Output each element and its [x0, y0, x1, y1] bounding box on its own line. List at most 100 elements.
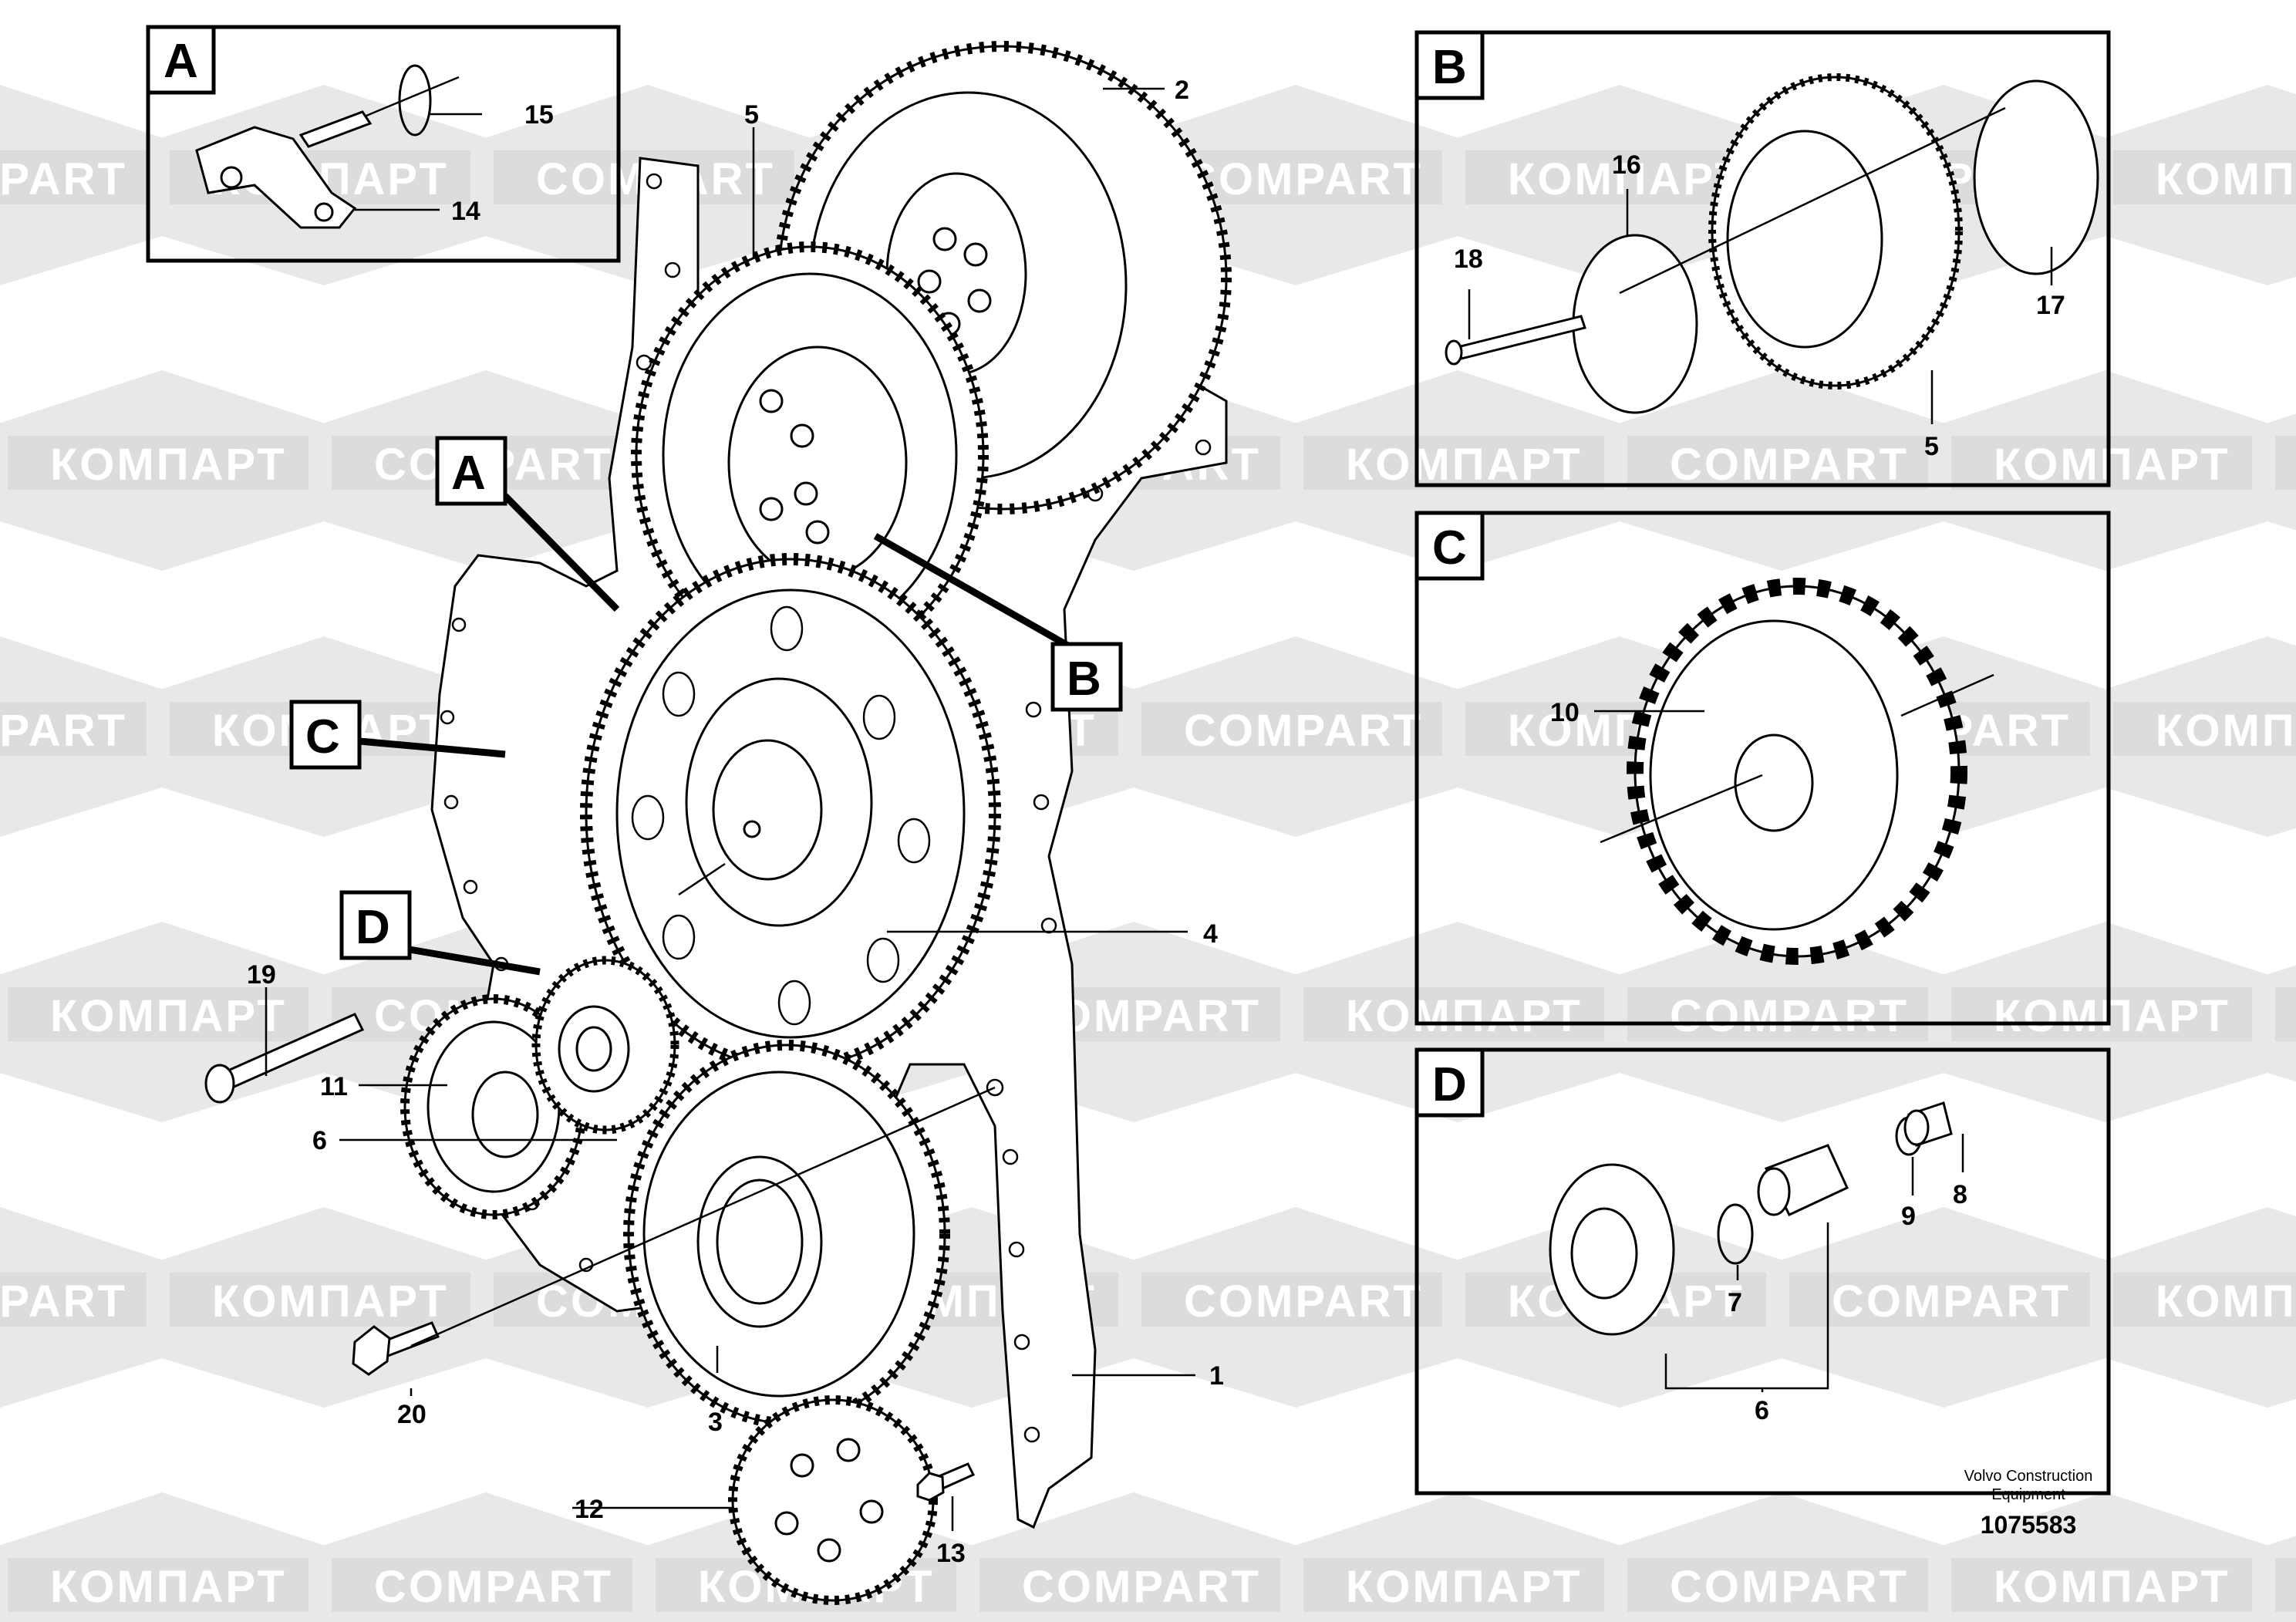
callout-2: 2	[1175, 76, 1189, 105]
watermark-text: КОМПАРТ	[50, 1562, 287, 1612]
watermark-text: COMPART	[1184, 154, 1423, 204]
footer: Volvo Construction Equipment 1075583	[1964, 1468, 2093, 1539]
watermark-tile: КОМПАРТ	[0, 1492, 339, 1622]
bolt-part-13	[916, 1462, 976, 1502]
watermark-tile: КОМПАРТ	[1280, 922, 1635, 1122]
watermark-text: КОМПАРТ	[50, 991, 287, 1041]
svg-text:D: D	[1432, 1058, 1467, 1111]
watermark-text: КОМПАРТ	[1994, 1562, 2230, 1612]
watermark-text: КОМПАРТ	[1508, 154, 1745, 204]
detail-ref-A: A	[435, 436, 507, 506]
watermark-tile: COMPART	[956, 1492, 1311, 1622]
watermark-text: КОМПАРТ	[2156, 1276, 2296, 1327]
watermark-text: КОМПАРТ	[1346, 991, 1583, 1041]
inset-B-callout-5: 5	[1924, 432, 1939, 461]
watermark-tile: COMPART	[1604, 370, 1959, 571]
gear-part-5	[631, 241, 989, 669]
leader-lines	[265, 87, 1195, 1531]
watermark-text: COMPART	[0, 154, 127, 204]
watermark-tile: КОМПАРТ	[1280, 370, 1635, 571]
watermark-text: COMPART	[0, 706, 127, 756]
watermark-text: КОМПАРТ	[1994, 440, 2230, 490]
watermark-text: КОМПАРТ	[212, 1276, 449, 1327]
watermark-tile: COMPART	[2252, 1492, 2296, 1622]
main-exploded-view	[204, 41, 1232, 1605]
svg-text:D: D	[356, 901, 390, 954]
watermark-tile: КОМПАРТ	[1928, 370, 2283, 571]
watermark-tile: COMPART	[1604, 1492, 1959, 1622]
inset-D-callout-8: 8	[1953, 1180, 1967, 1209]
watermark-tile: COMPART	[1118, 85, 1473, 285]
watermark-tile: КОМПАРТ	[1280, 1492, 1635, 1622]
inset-A-callout-14: 14	[451, 197, 480, 226]
inset-A-callout-15: 15	[524, 100, 554, 130]
inset-D: D 9 8 7 6	[1414, 1047, 2111, 1496]
watermark-text: COMPART	[1832, 1276, 2071, 1327]
watermark-tile: КОМПАРТ	[0, 922, 339, 1122]
svg-text:B: B	[1067, 653, 1101, 706]
svg-text:A: A	[451, 447, 486, 500]
watermark-text: КОМПАРТ	[50, 440, 287, 490]
watermark-tile: КОМПАРТ	[2090, 636, 2296, 837]
callout-3: 3	[708, 1408, 723, 1437]
inset-B: B 16 18 17 5	[1414, 30, 2111, 487]
watermark-text: КОМПАРТ	[1994, 991, 2230, 1041]
callout-11: 11	[320, 1072, 348, 1101]
watermark-tile: COMPART	[1118, 1207, 1473, 1408]
watermark-tile: COMPART	[308, 1492, 663, 1622]
svg-text:C: C	[1432, 521, 1467, 575]
gear-part-12	[728, 1395, 938, 1605]
watermark-tile: COMPART	[0, 85, 177, 285]
gear-part-6	[531, 956, 679, 1135]
inset-C-callout-10: 10	[1550, 698, 1580, 727]
watermark-tile: COMPART	[1766, 1207, 2121, 1408]
bolt-part-19	[204, 1013, 365, 1104]
inset-D-callout-6: 6	[1755, 1396, 1769, 1425]
svg-text:B: B	[1432, 41, 1467, 94]
inset-B-callout-18: 18	[1454, 244, 1483, 274]
watermark-tile: КОМПАРТ	[1442, 85, 1797, 285]
watermark-tile: КОМПАРТ	[2090, 85, 2296, 285]
main-callouts: 1 2 3 4 5 6 11 12 13 19 20	[247, 76, 1224, 1568]
inset-D-callout-9: 9	[1901, 1202, 1916, 1231]
inset-A: A 15 14	[146, 25, 621, 263]
watermark-tile: КОМПАРТ	[147, 1207, 501, 1408]
inset-C: C 10	[1414, 511, 2111, 1026]
watermark-tile: КОМПАРТ	[0, 370, 339, 571]
callout-6: 6	[312, 1126, 327, 1155]
footer-company-2: Equipment	[1991, 1486, 2065, 1503]
watermark-text: COMPART	[1184, 1276, 1423, 1327]
footer-company: Volvo Construction	[1964, 1468, 2093, 1485]
watermark-text: КОМПАРТ	[2156, 706, 2296, 756]
watermark-tile: COMPART	[1604, 922, 1959, 1122]
callout-4: 4	[1203, 919, 1218, 949]
watermark-tile: COMPART	[2252, 370, 2296, 571]
watermark-text: COMPART	[1670, 1562, 1909, 1612]
watermark-text: КОМПАРТ	[1346, 1562, 1583, 1612]
watermark-tile: КОМПАРТ	[1928, 922, 2283, 1122]
inset-D-callout-7: 7	[1728, 1288, 1742, 1317]
watermark-tile: COMPART	[1118, 636, 1473, 837]
watermark-text: COMPART	[0, 1276, 127, 1327]
watermark-tile: КОМПАРТ	[1928, 1492, 2283, 1622]
watermark-text: COMPART	[1022, 1562, 1261, 1612]
watermark-text: COMPART	[1670, 440, 1909, 490]
callout-1: 1	[1209, 1361, 1224, 1391]
detail-ref-C: C	[289, 700, 362, 770]
watermark-tile: КОМПАРТ	[2090, 1207, 2296, 1408]
watermark-text: COMPART	[1670, 991, 1909, 1041]
inset-B-callout-16: 16	[1612, 150, 1641, 180]
watermark-text: COMPART	[374, 1562, 613, 1612]
callout-13: 13	[936, 1539, 966, 1568]
watermark-text: КОМПАРТ	[1346, 440, 1583, 490]
svg-text:A: A	[164, 35, 198, 88]
watermark-tile: COMPART	[0, 1207, 177, 1408]
gear-part-3	[623, 1040, 950, 1428]
callout-12: 12	[575, 1495, 604, 1524]
watermark-text: КОМПАРТ	[2156, 154, 2296, 204]
callout-19: 19	[247, 960, 276, 990]
callout-20: 20	[397, 1400, 426, 1429]
callout-5: 5	[744, 100, 759, 130]
watermark-tile: COMPART	[0, 636, 177, 837]
